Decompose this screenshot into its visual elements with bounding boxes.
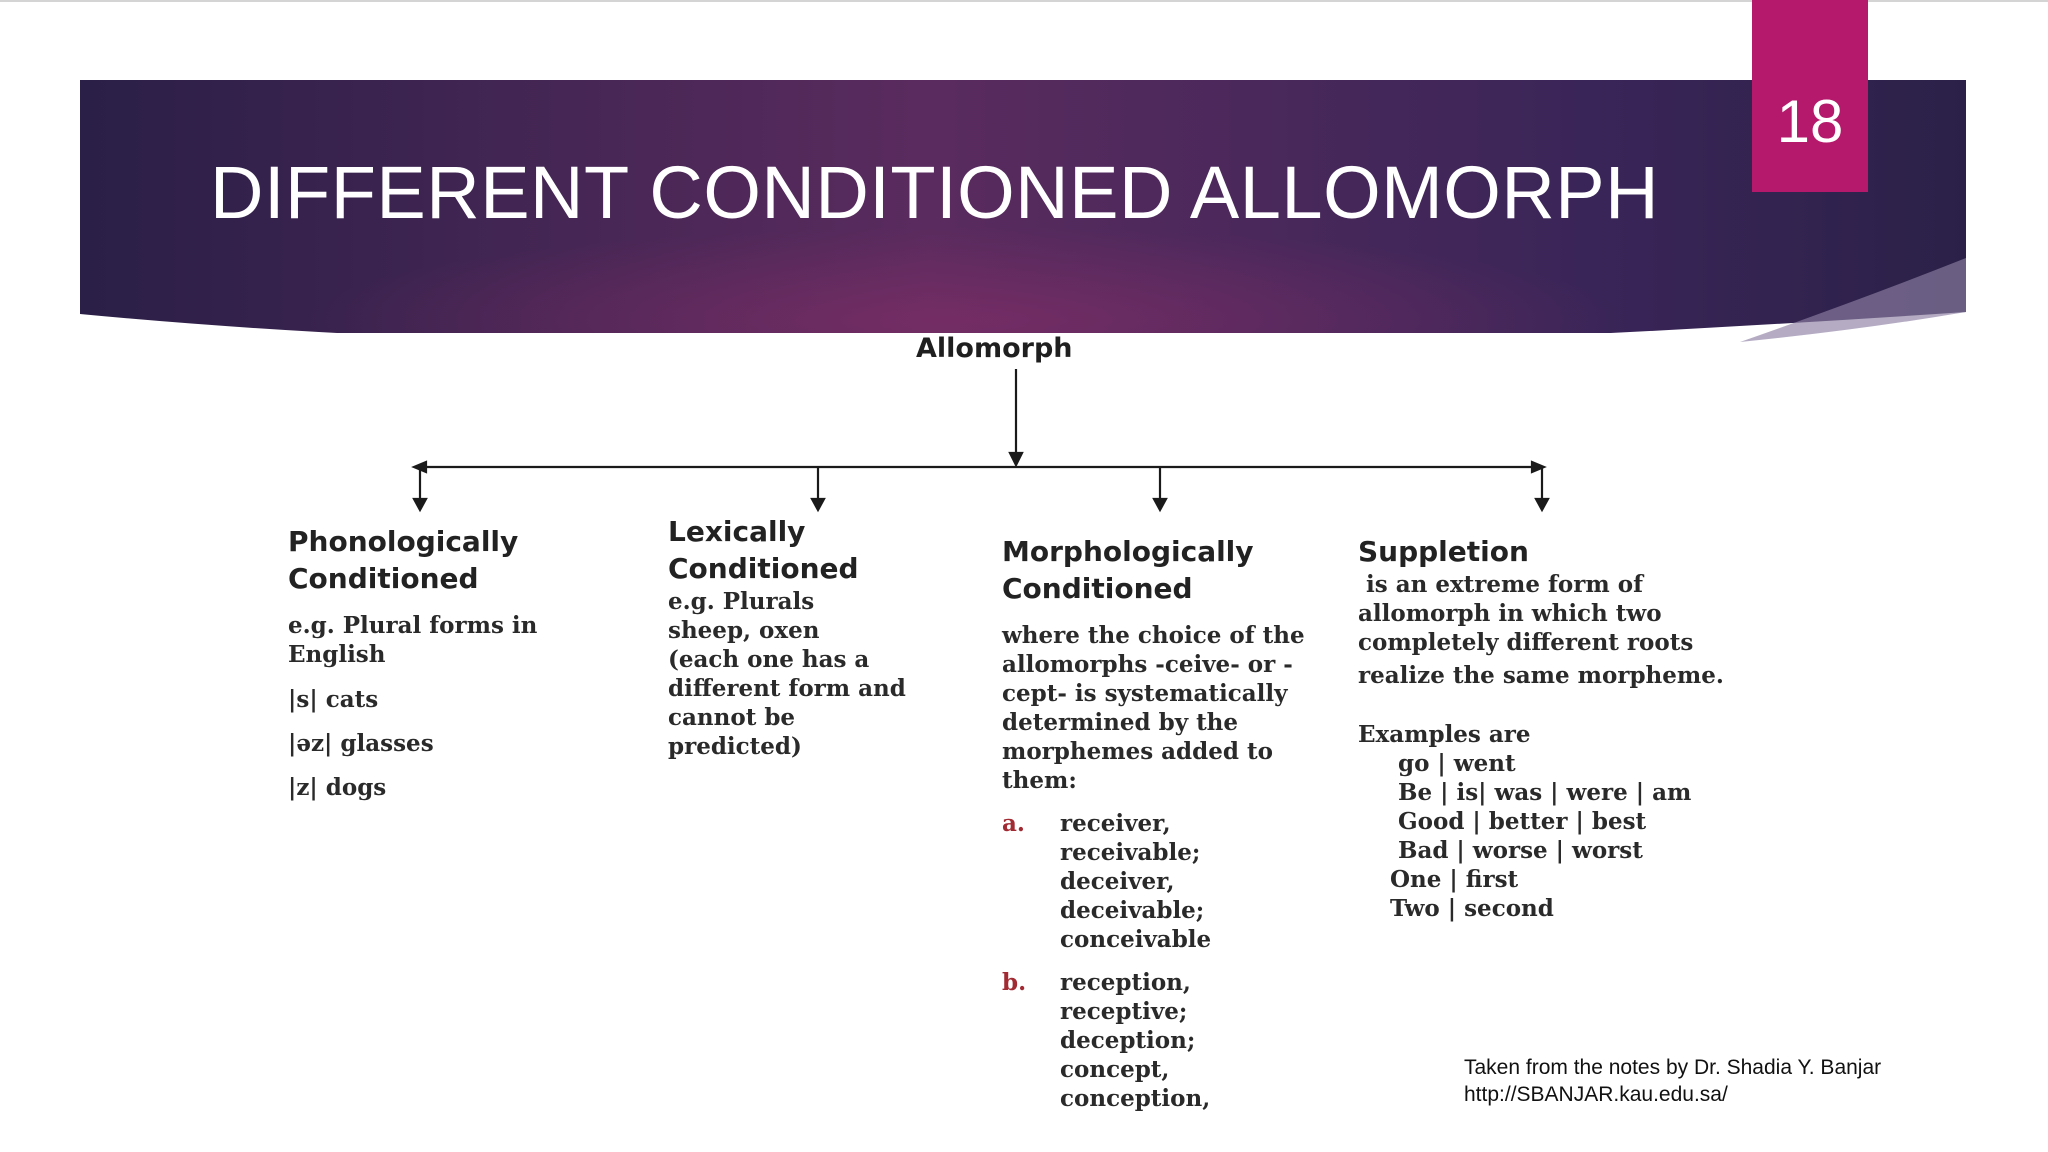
column-body-line: predicted): [668, 733, 802, 760]
diagram-connectors: [411, 369, 1550, 513]
column-heading-line: Conditioned: [288, 562, 479, 595]
column-body-line: cannot be: [668, 704, 796, 731]
column-body-line: where the choice of the: [1002, 622, 1305, 649]
column-body-line: (each one has a: [668, 646, 870, 673]
example-line: One | first: [1390, 866, 1519, 893]
list-line: deceivable;: [1060, 897, 1205, 924]
diagram-root-label: Allomorph: [916, 333, 1073, 364]
list-line: deceiver,: [1060, 868, 1175, 895]
list-item-b: b. reception, receptive; deception; conc…: [1002, 968, 1342, 1113]
source-text: Taken from the notes by Dr. Shadia Y. Ba…: [1464, 1056, 1882, 1079]
title-banner: [80, 80, 1966, 347]
list-line: receiver,: [1060, 810, 1171, 837]
example-line: Two | second: [1390, 895, 1554, 922]
example-line: |s| cats: [288, 686, 379, 713]
source-url: http://SBANJAR.kau.edu.sa/: [1464, 1083, 1728, 1106]
column-body-line: morphemes added to: [1002, 738, 1273, 765]
example-line: Bad | worse | worst: [1398, 837, 1643, 864]
arrowhead-morphologically: [1152, 497, 1168, 513]
column-suppletion: Suppletion is an extreme form of allomor…: [1358, 533, 1738, 923]
list-line: concept,: [1060, 1056, 1170, 1083]
column-body-line: is an extreme form of: [1358, 571, 1643, 598]
top-border-line: [0, 0, 2048, 2]
column-body-line: e.g. Plurals: [668, 588, 815, 615]
list-item-a: a. receiver, receivable; deceiver, decei…: [1002, 809, 1342, 954]
column-body-line: sheep, oxen: [668, 617, 820, 644]
list-line: conception,: [1060, 1085, 1211, 1112]
column-body-line: different form and: [668, 675, 906, 702]
column-body-line: realize the same morpheme.: [1358, 662, 1724, 689]
example-line: go | went: [1398, 750, 1516, 777]
list-marker: a.: [1002, 810, 1025, 837]
column-body-line: allomorphs -ceive- or -: [1002, 651, 1293, 678]
list-line: receivable;: [1060, 839, 1201, 866]
column-body-line: allomorph in which two: [1358, 600, 1662, 627]
list-line: reception,: [1060, 969, 1191, 996]
column-heading-line: Morphologically: [1002, 535, 1254, 568]
arrowhead-suppletion: [1534, 497, 1550, 513]
example-line: |əz| glasses: [288, 730, 434, 757]
page-number: 18: [1776, 88, 1844, 155]
column-body-line: completely different roots: [1358, 629, 1694, 656]
column-morphologically-conditioned: Morphologically Conditioned where the ch…: [1002, 533, 1342, 1113]
column-body-line: English: [288, 641, 386, 668]
examples-label: Examples are: [1358, 721, 1531, 748]
list-line: deception;: [1060, 1027, 1196, 1054]
column-lexically-conditioned: Lexically Conditioned e.g. Plurals sheep…: [668, 513, 968, 761]
arrowhead-lexically: [810, 497, 826, 513]
column-heading-line: Suppletion: [1358, 535, 1529, 568]
column-body-line: cept- is systematically: [1002, 680, 1288, 707]
column-phonologically-conditioned: Phonologically Conditioned e.g. Plural f…: [288, 523, 588, 802]
example-line: Good | better | best: [1398, 808, 1647, 835]
right-end-arrowhead: [1530, 460, 1547, 474]
list-marker: b.: [1002, 969, 1027, 996]
slide-title: DIFFERENT CONDITIONED ALLOMORPH: [210, 151, 1660, 234]
column-heading-line: Conditioned: [1002, 572, 1193, 605]
page-number-badge: 18: [1752, 0, 1868, 192]
example-line: |z| dogs: [288, 774, 387, 801]
column-heading-line: Phonologically: [288, 525, 519, 558]
source-citation: Taken from the notes by Dr. Shadia Y. Ba…: [1464, 1054, 1881, 1108]
list-line: receptive;: [1060, 998, 1188, 1025]
example-line: Be | is| was | were | am: [1398, 779, 1692, 806]
list-line: conceivable: [1060, 926, 1212, 953]
column-heading-line: Conditioned: [668, 552, 859, 585]
allomorph-diagram: Allomorph Phonologically Conditioned e.g…: [268, 333, 1740, 1113]
column-heading-line: Lexically: [668, 515, 806, 548]
column-body-line: e.g. Plural forms in: [288, 612, 538, 639]
arrowhead-phonologically: [412, 497, 428, 513]
column-body-line: determined by the: [1002, 709, 1239, 736]
root-arrowhead: [1008, 451, 1024, 468]
column-body-line: them:: [1002, 767, 1077, 794]
